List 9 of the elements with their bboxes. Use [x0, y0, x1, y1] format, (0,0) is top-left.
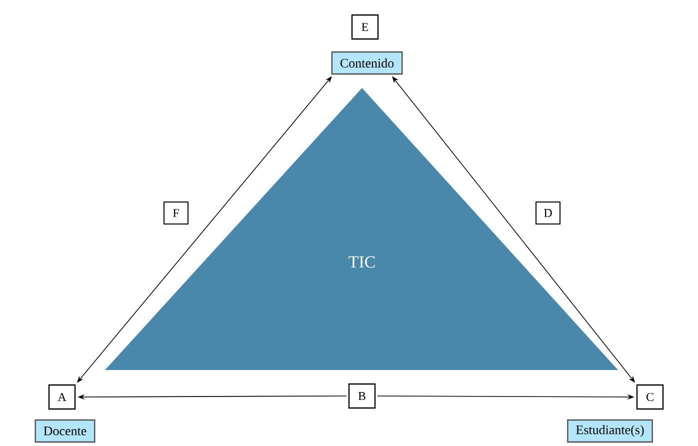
edge-label: F — [164, 202, 188, 224]
letter-box: C — [636, 384, 664, 410]
edge-label: D — [536, 202, 560, 224]
role-box: Contenido — [331, 51, 403, 75]
letter-box: A — [48, 384, 76, 410]
letter-box: B — [348, 383, 376, 409]
role-box: Docente — [34, 419, 96, 443]
letter-box: E — [351, 14, 379, 40]
role-box: Estudiante(s) — [567, 419, 653, 443]
